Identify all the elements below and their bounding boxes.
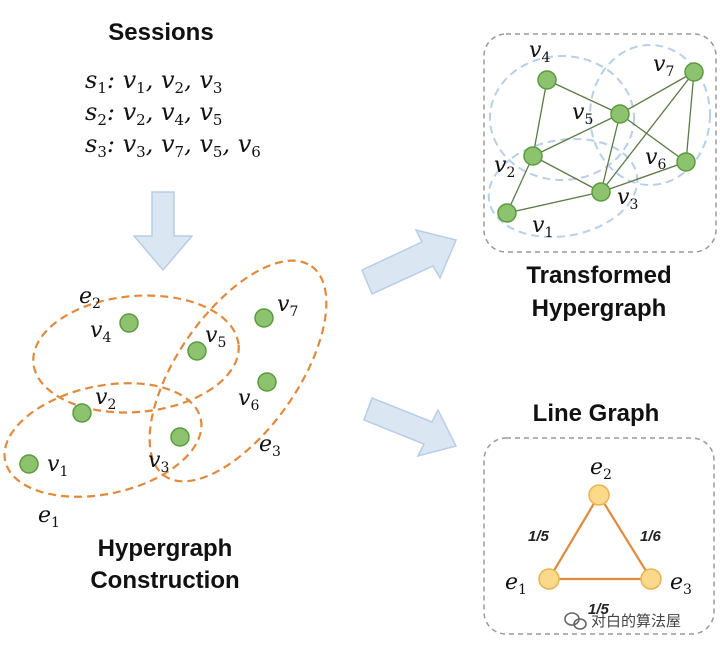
- down-arrow: [132, 191, 194, 272]
- weight-e1-e2: 1/5: [528, 528, 550, 545]
- session-line-1: s1: v1, v2, v3: [85, 66, 222, 97]
- svg-text:v4: v4: [90, 318, 111, 346]
- label-e2: e2: [79, 284, 101, 312]
- hyperedge-e1: [3, 382, 203, 498]
- line-node-e1: [538, 568, 560, 590]
- svg-text:v2: v2: [95, 385, 116, 413]
- edge-e1-e2: [548, 494, 600, 580]
- node-v5: [187, 341, 207, 361]
- node-v1: [19, 454, 39, 474]
- node-v3: [170, 427, 190, 447]
- node-v2: [72, 403, 92, 423]
- svg-text:v1: v1: [532, 213, 553, 241]
- svg-text:e3: e3: [670, 570, 692, 598]
- line-node-e2: [588, 484, 610, 506]
- weight-e2-e3: 1/6: [640, 528, 662, 545]
- hyperedge-e3: [148, 259, 328, 483]
- session-line-3: s3: v3, v7, v5, v6: [85, 130, 261, 161]
- svg-text:v6: v6: [238, 386, 259, 414]
- edge-e2-e3: [598, 494, 652, 580]
- session-1-index: 1: [97, 79, 107, 97]
- node-v4: [119, 313, 139, 333]
- svg-text:v1: v1: [47, 452, 68, 480]
- node-v6: [257, 372, 277, 392]
- svg-text:v5: v5: [205, 323, 226, 351]
- svg-text:v7: v7: [277, 292, 298, 320]
- hyperedge-e2: [32, 294, 240, 414]
- svg-text:e2: e2: [590, 455, 612, 483]
- line-node-e3: [640, 568, 662, 590]
- watermark-text: 对白的算法屋: [591, 612, 681, 630]
- downright-arrow: [363, 397, 458, 458]
- svg-text:v4: v4: [529, 38, 550, 66]
- transformed-hypergraph-panel: v4 v5 v7 v2 v6 v3 v1: [483, 33, 717, 253]
- line-graph-title: Line Graph: [533, 400, 660, 427]
- svg-text:v6: v6: [645, 145, 666, 173]
- hypergraph-title-line1: Hypergraph: [98, 535, 233, 562]
- svg-text:e1: e1: [505, 570, 527, 598]
- transformed-title-line2: Hypergraph: [532, 295, 667, 322]
- svg-text:s3: v3, v7, v5, v6: s3: v3, v7, v5, v6: [85, 130, 261, 161]
- label-e3: e3: [259, 432, 281, 460]
- weight-e1-e3: 1/5: [588, 601, 610, 618]
- line-graph-panel: e2 e1 e3 1/5 1/6 1/5: [483, 437, 715, 635]
- node-v7: [254, 308, 274, 328]
- svg-text:v7: v7: [653, 52, 674, 80]
- svg-text:s2: v2, v4, v5: s2: v2, v4, v5: [85, 98, 222, 129]
- transformed-title-line1: Transformed: [526, 262, 671, 289]
- wechat-icon: [564, 612, 587, 630]
- session-line-2: s2: v2, v4, v5: [85, 98, 222, 129]
- hypergraph-title-line2: Construction: [90, 567, 239, 594]
- sessions-title: Sessions: [108, 19, 213, 46]
- svg-text:v3: v3: [148, 448, 169, 476]
- svg-text:s1: v1, v2, v3: s1: v1, v2, v3: [85, 66, 222, 97]
- label-e1: e1: [38, 503, 60, 531]
- upright-arrow: [361, 228, 458, 296]
- hypergraph: v4 v5 v7 v6 v2 v3 v1 e2 e1 e3: [3, 259, 328, 531]
- watermark: 对白的算法屋: [564, 612, 681, 630]
